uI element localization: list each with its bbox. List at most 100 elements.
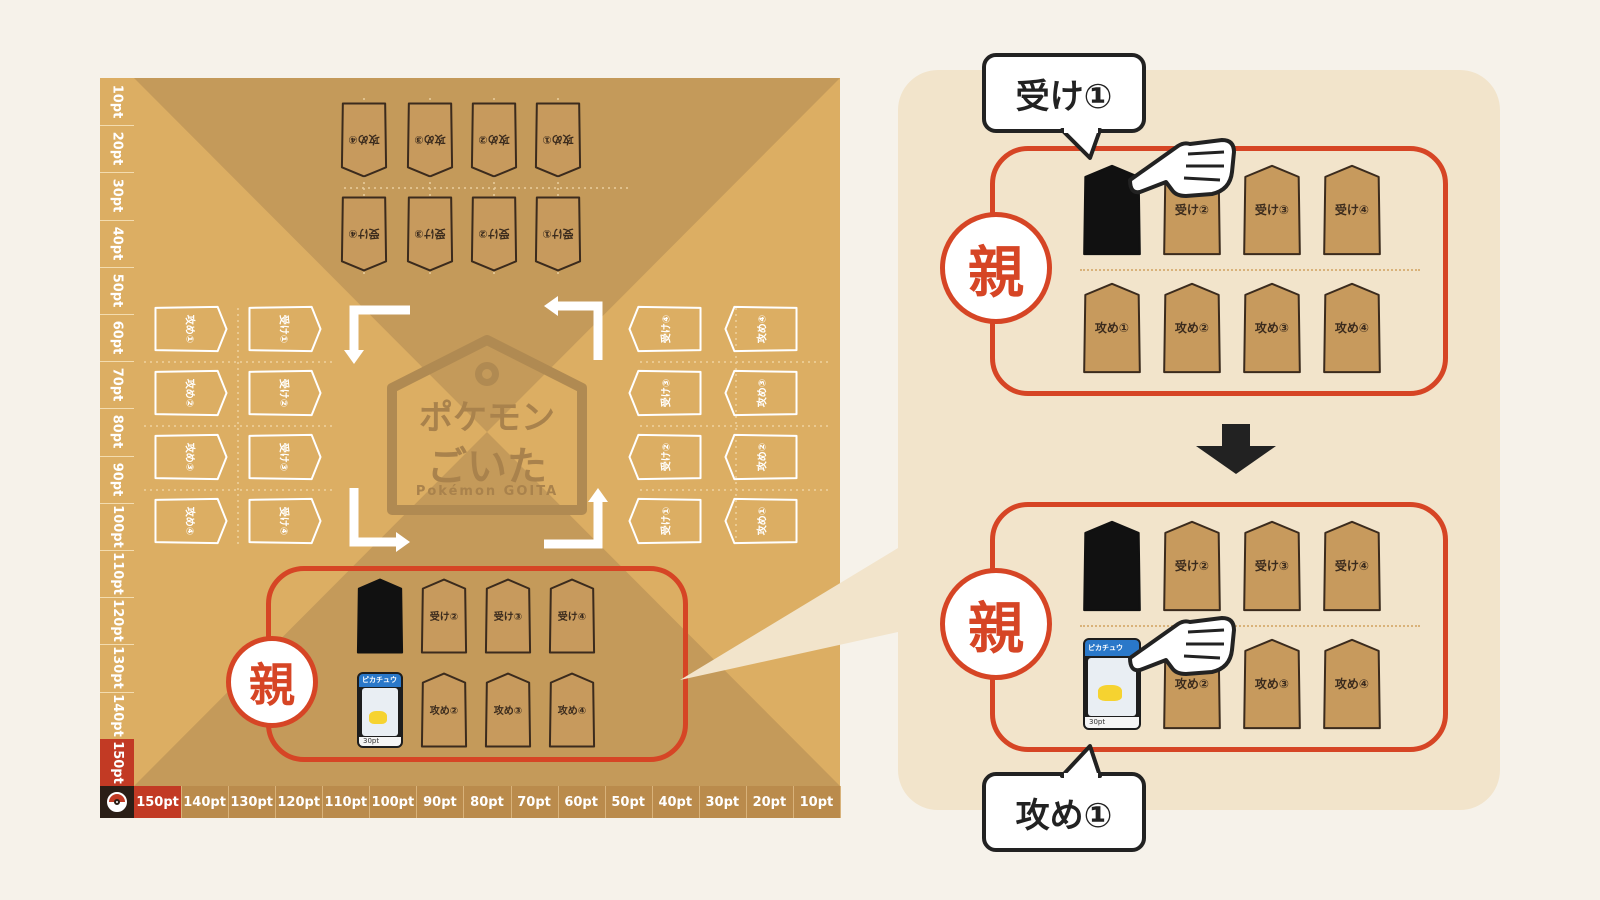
score-cell-horizontal: 120pt [275, 786, 324, 818]
left-player-piece[interactable]: 受け② [248, 370, 322, 416]
pokeball-icon [100, 786, 135, 818]
player-piece[interactable]: 受け③ [485, 578, 531, 654]
player-piece[interactable]: 攻め③ [485, 672, 531, 748]
piece-label: 受け② [429, 612, 459, 624]
callout-bottom-tail [1060, 744, 1102, 778]
score-cell-vertical: 20pt [100, 125, 134, 174]
right-player-piece[interactable]: 受け① [628, 498, 702, 544]
opponent-piece[interactable]: 受け④ [341, 196, 387, 272]
card-name: ピカチュウ [359, 674, 401, 687]
player-piece[interactable]: 受け② [421, 578, 467, 654]
score-cell-vertical: 130pt [100, 644, 134, 693]
score-cell-horizontal: 150pt [134, 786, 183, 818]
logo-house-icon [387, 335, 587, 515]
card-points: 30pt [1085, 716, 1139, 728]
parent-badge: 親 [940, 212, 1052, 324]
piece-label: 受け③ [1254, 202, 1290, 217]
callout-top-tail [1060, 128, 1102, 160]
piece-label: 受け③ [493, 612, 523, 624]
defense-piece[interactable]: 受け③ [1243, 164, 1301, 256]
piece-label: 受け② [1174, 558, 1210, 573]
score-cell-horizontal: 80pt [463, 786, 512, 818]
right-player-piece[interactable]: 攻め② [724, 434, 798, 480]
opponent-piece[interactable]: 受け① [535, 196, 581, 272]
score-cell-horizontal: 100pt [369, 786, 418, 818]
piece-label: 攻め④ [1334, 320, 1370, 335]
attack-piece[interactable]: 攻め③ [1243, 638, 1301, 730]
piece-label: 攻め④ [557, 706, 587, 718]
score-cell-horizontal: 60pt [558, 786, 606, 818]
attack-piece[interactable]: 攻め④ [1323, 282, 1381, 374]
left-player-piece[interactable]: 受け④ [248, 498, 322, 544]
callout-attack-1: 攻め① [982, 772, 1146, 852]
pointing-hand-icon [1128, 616, 1236, 676]
piece-label: 受け③ [1254, 558, 1290, 573]
face-down-piece[interactable] [1083, 520, 1141, 612]
left-player-piece[interactable]: 攻め① [154, 306, 228, 352]
left-player-piece[interactable]: 受け① [248, 306, 322, 352]
left-player-piece[interactable]: 受け③ [248, 434, 322, 480]
piece-label: 攻め② [1174, 676, 1210, 691]
defense-piece[interactable]: 受け② [1163, 520, 1221, 612]
left-player-piece[interactable]: 攻め② [154, 370, 228, 416]
face-down-piece[interactable] [357, 578, 403, 654]
player-piece[interactable]: 攻め④ [549, 672, 595, 748]
attack-piece[interactable]: 攻め④ [1323, 638, 1381, 730]
pikachu-icon [369, 711, 388, 724]
attack-piece[interactable]: 攻め① [1083, 282, 1141, 374]
logo-caption: Pokémon GOITA [415, 484, 559, 499]
score-cell-vertical: 90pt [100, 456, 134, 504]
divider [1080, 625, 1420, 627]
piece-label: 攻め④ [1334, 676, 1370, 691]
score-cell-vertical: 50pt [100, 267, 134, 315]
piece-label: 攻め③ [493, 706, 523, 718]
left-player-piece[interactable]: 攻め④ [154, 498, 228, 544]
score-cell-vertical: 110pt [100, 550, 134, 599]
opponent-piece[interactable]: 攻め② [471, 102, 517, 178]
score-cell-horizontal: 10pt [793, 786, 841, 818]
piece-label: 攻め② [429, 706, 459, 718]
score-cell-horizontal: 110pt [322, 786, 371, 818]
opponent-piece[interactable]: 受け② [471, 196, 517, 272]
logo-title: ポケモン [419, 398, 555, 438]
score-cell-horizontal: 40pt [652, 786, 700, 818]
score-cell-vertical: 100pt [100, 503, 134, 551]
pointing-hand-icon [1128, 138, 1236, 198]
score-cell-horizontal: 90pt [416, 786, 465, 818]
piece-label: 攻め③ [1254, 320, 1290, 335]
defense-piece[interactable]: 受け④ [1323, 164, 1381, 256]
score-cell-vertical: 150pt [100, 738, 134, 787]
card-art [1088, 657, 1136, 716]
score-cell-vertical: 30pt [100, 172, 134, 221]
left-player-piece[interactable]: 攻め③ [154, 434, 228, 480]
right-player-piece[interactable]: 攻め① [724, 498, 798, 544]
right-player-piece[interactable]: 受け② [628, 434, 702, 480]
right-player-piece[interactable]: 攻め④ [724, 306, 798, 352]
right-player-piece[interactable]: 受け③ [628, 370, 702, 416]
score-cell-horizontal: 140pt [181, 786, 230, 818]
opponent-piece[interactable]: 攻め③ [407, 102, 453, 178]
piece-label: 攻め① [1094, 320, 1130, 335]
right-player-piece[interactable]: 攻め③ [724, 370, 798, 416]
attack-piece[interactable]: 攻め③ [1243, 282, 1301, 374]
defense-piece[interactable]: 受け③ [1243, 520, 1301, 612]
opponent-piece[interactable]: 攻め① [535, 102, 581, 178]
score-cell-vertical: 40pt [100, 220, 134, 268]
score-cell-vertical: 70pt [100, 361, 134, 410]
score-cell-vertical: 10pt [100, 78, 134, 127]
player-piece[interactable]: 攻め② [421, 672, 467, 748]
turn-arrows-icon [349, 301, 603, 549]
pikachu-icon [1097, 685, 1122, 701]
right-player-piece[interactable]: 受け④ [628, 306, 702, 352]
opponent-piece[interactable]: 攻め④ [341, 102, 387, 178]
defense-piece[interactable]: 受け④ [1323, 520, 1381, 612]
piece-label: 受け④ [557, 612, 587, 624]
player-piece[interactable]: 受け④ [549, 578, 595, 654]
attack-piece[interactable]: 攻め② [1163, 282, 1221, 374]
opponent-piece[interactable]: 受け③ [407, 196, 453, 272]
